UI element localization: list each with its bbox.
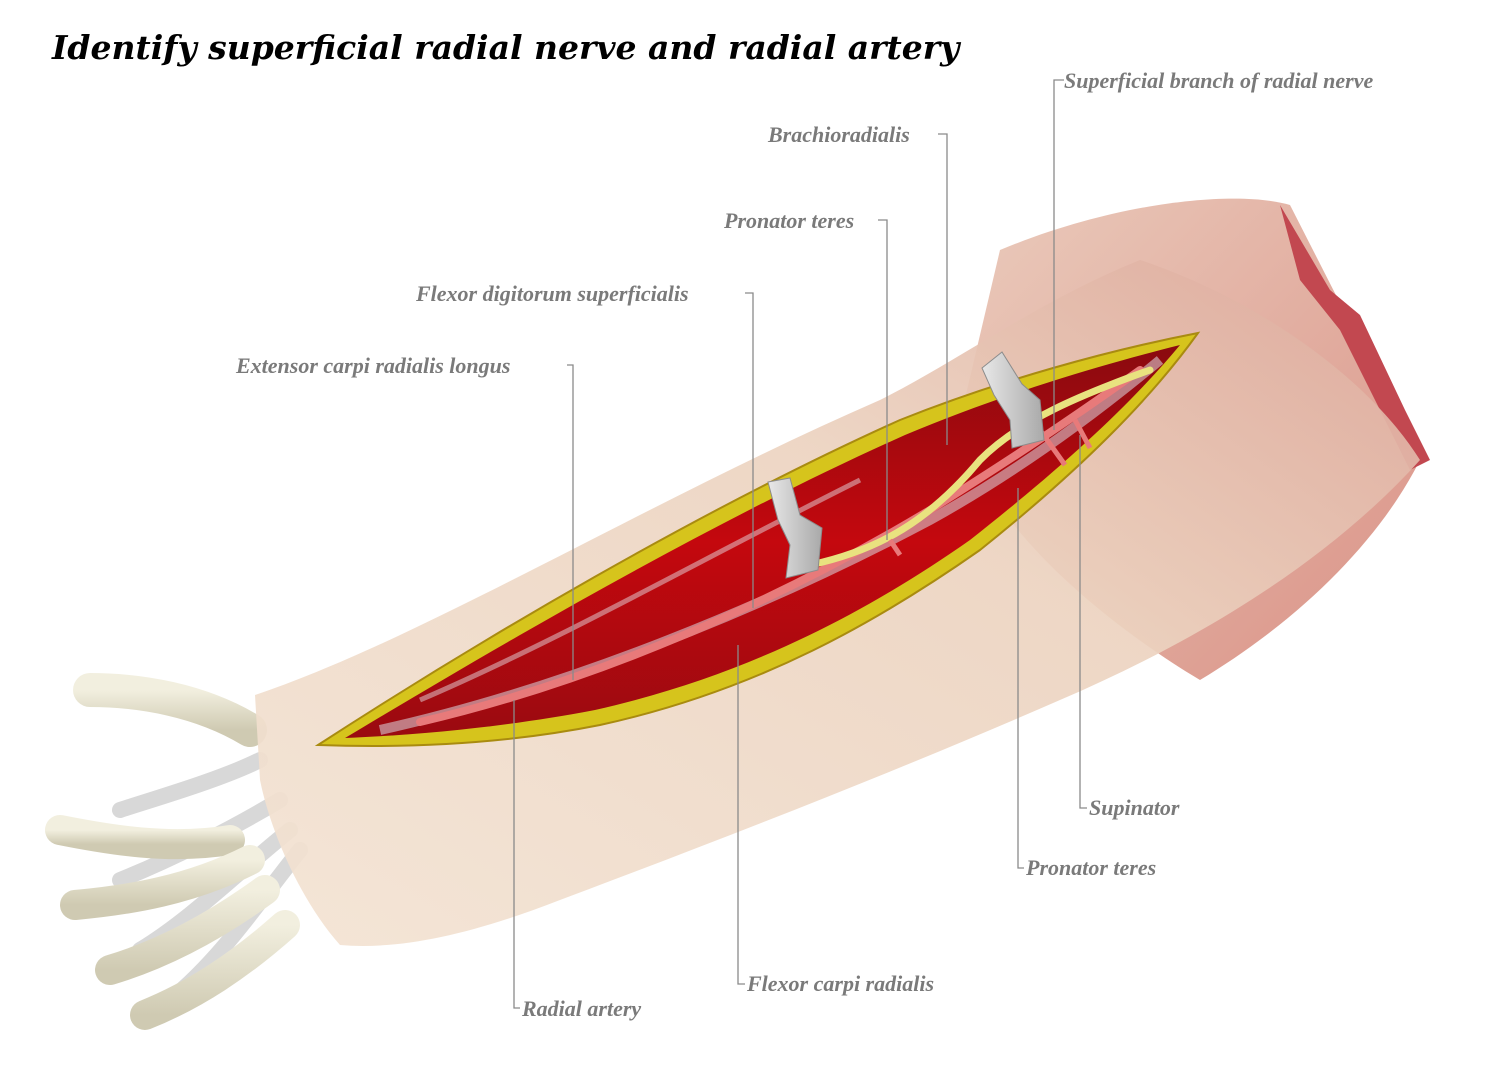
label-radial-artery: Radial artery (522, 996, 642, 1021)
superficial-radial-nerve (806, 366, 1154, 569)
page-title: Identify superficial radial nerve and ra… (52, 28, 960, 67)
retractor-left (767, 477, 823, 579)
hand-bones (45, 673, 308, 1030)
label-brachioradialis: Brachioradialis (768, 122, 910, 147)
label-pronator-teres-bottom: Pronator teres (1026, 855, 1157, 880)
label-pronator-teres-top: Pronator teres (724, 208, 855, 233)
label-supinator: Supinator (1089, 795, 1180, 820)
leader-lines (513, 79, 1087, 1009)
label-flexor-carpi-radialis: Flexor carpi radialis (747, 971, 935, 996)
upper-arm-cut (1280, 205, 1430, 470)
label-superficial-branch-radial-nerve: Superficial branch of radial nerve (1064, 68, 1374, 93)
label-flexor-digitorum-superficialis: Flexor digitorum superficialis (416, 281, 689, 306)
label-extensor-carpi-radialis-longus: Extensor carpi radialis longus (236, 353, 511, 378)
retractor-right (981, 351, 1045, 449)
